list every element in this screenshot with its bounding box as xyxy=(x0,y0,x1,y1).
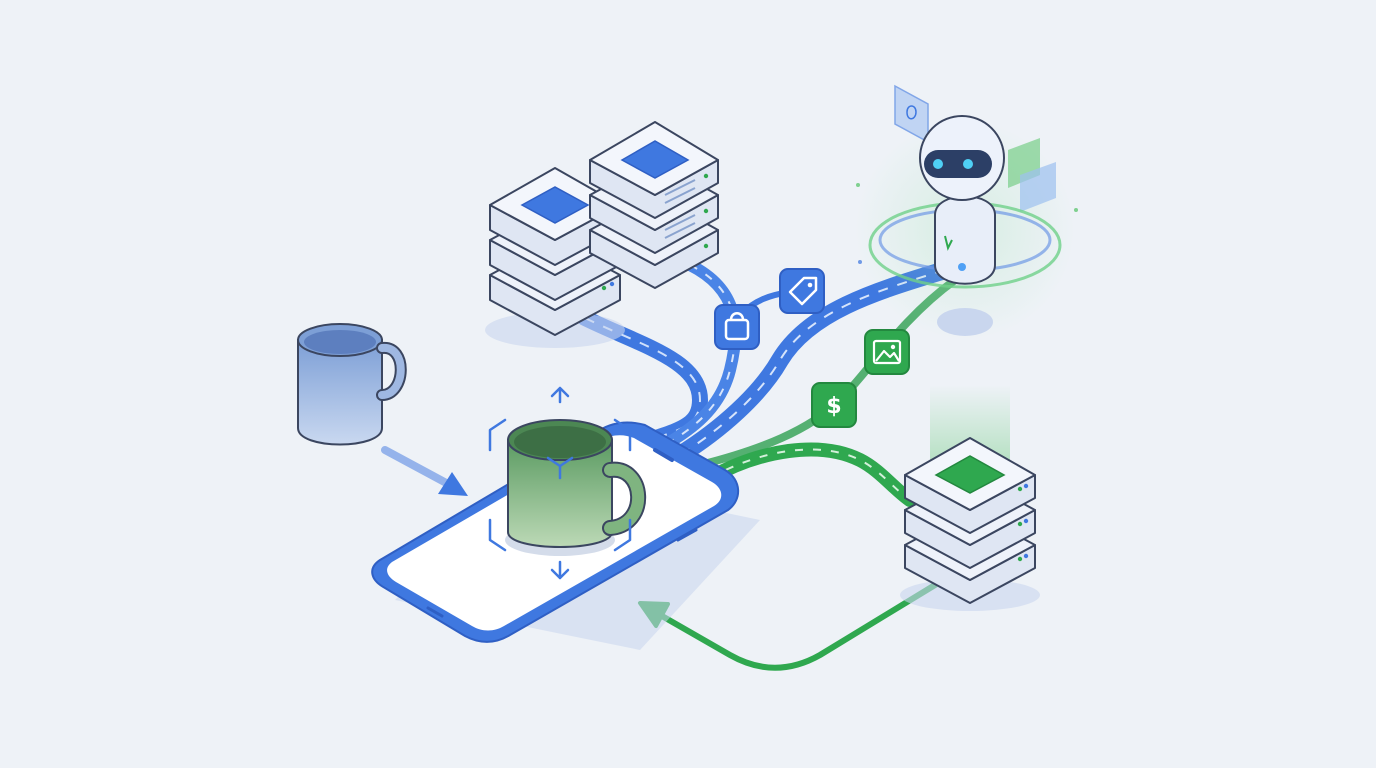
ai-robot xyxy=(855,84,1078,340)
scan-corner-top-left xyxy=(488,418,507,452)
input-arrow xyxy=(381,446,468,496)
server-top-panel-green xyxy=(934,455,1006,494)
scan-corner-top-right xyxy=(613,418,632,452)
robot-eye xyxy=(933,159,943,169)
image-badge xyxy=(864,329,910,375)
shopping-bag-icon xyxy=(724,312,750,341)
blue-mug-body xyxy=(297,339,383,446)
server-stack-left xyxy=(485,167,625,348)
price-tag-icon xyxy=(788,276,818,306)
price-tag-badge xyxy=(779,268,825,314)
return-arrow-line xyxy=(652,582,938,671)
shopping-bag-badge xyxy=(714,304,760,350)
image-icon xyxy=(872,339,902,365)
scan-cross-mark xyxy=(546,456,574,480)
floating-panel-blue xyxy=(894,84,929,144)
server-top-panel xyxy=(520,186,590,224)
robot-visor xyxy=(924,150,992,178)
scan-arrow-down xyxy=(550,560,570,580)
robot-body xyxy=(934,195,996,285)
server-stack-bottom-right xyxy=(900,385,1040,611)
server-unit-top xyxy=(904,437,1036,534)
robot-eye xyxy=(963,159,973,169)
server-stack-top-right xyxy=(589,121,719,289)
scan-corner-bottom-right xyxy=(613,518,632,552)
server-top-panel xyxy=(620,140,690,179)
scan-corner-bottom-left xyxy=(488,518,507,552)
dollar-badge: $ xyxy=(811,382,857,428)
input-mug xyxy=(297,323,407,446)
scan-frame xyxy=(488,386,632,580)
recognized-mug xyxy=(505,419,647,556)
input-arrow-head xyxy=(438,472,468,496)
scan-arrow-up xyxy=(550,386,570,404)
dollar-icon: $ xyxy=(826,394,841,419)
